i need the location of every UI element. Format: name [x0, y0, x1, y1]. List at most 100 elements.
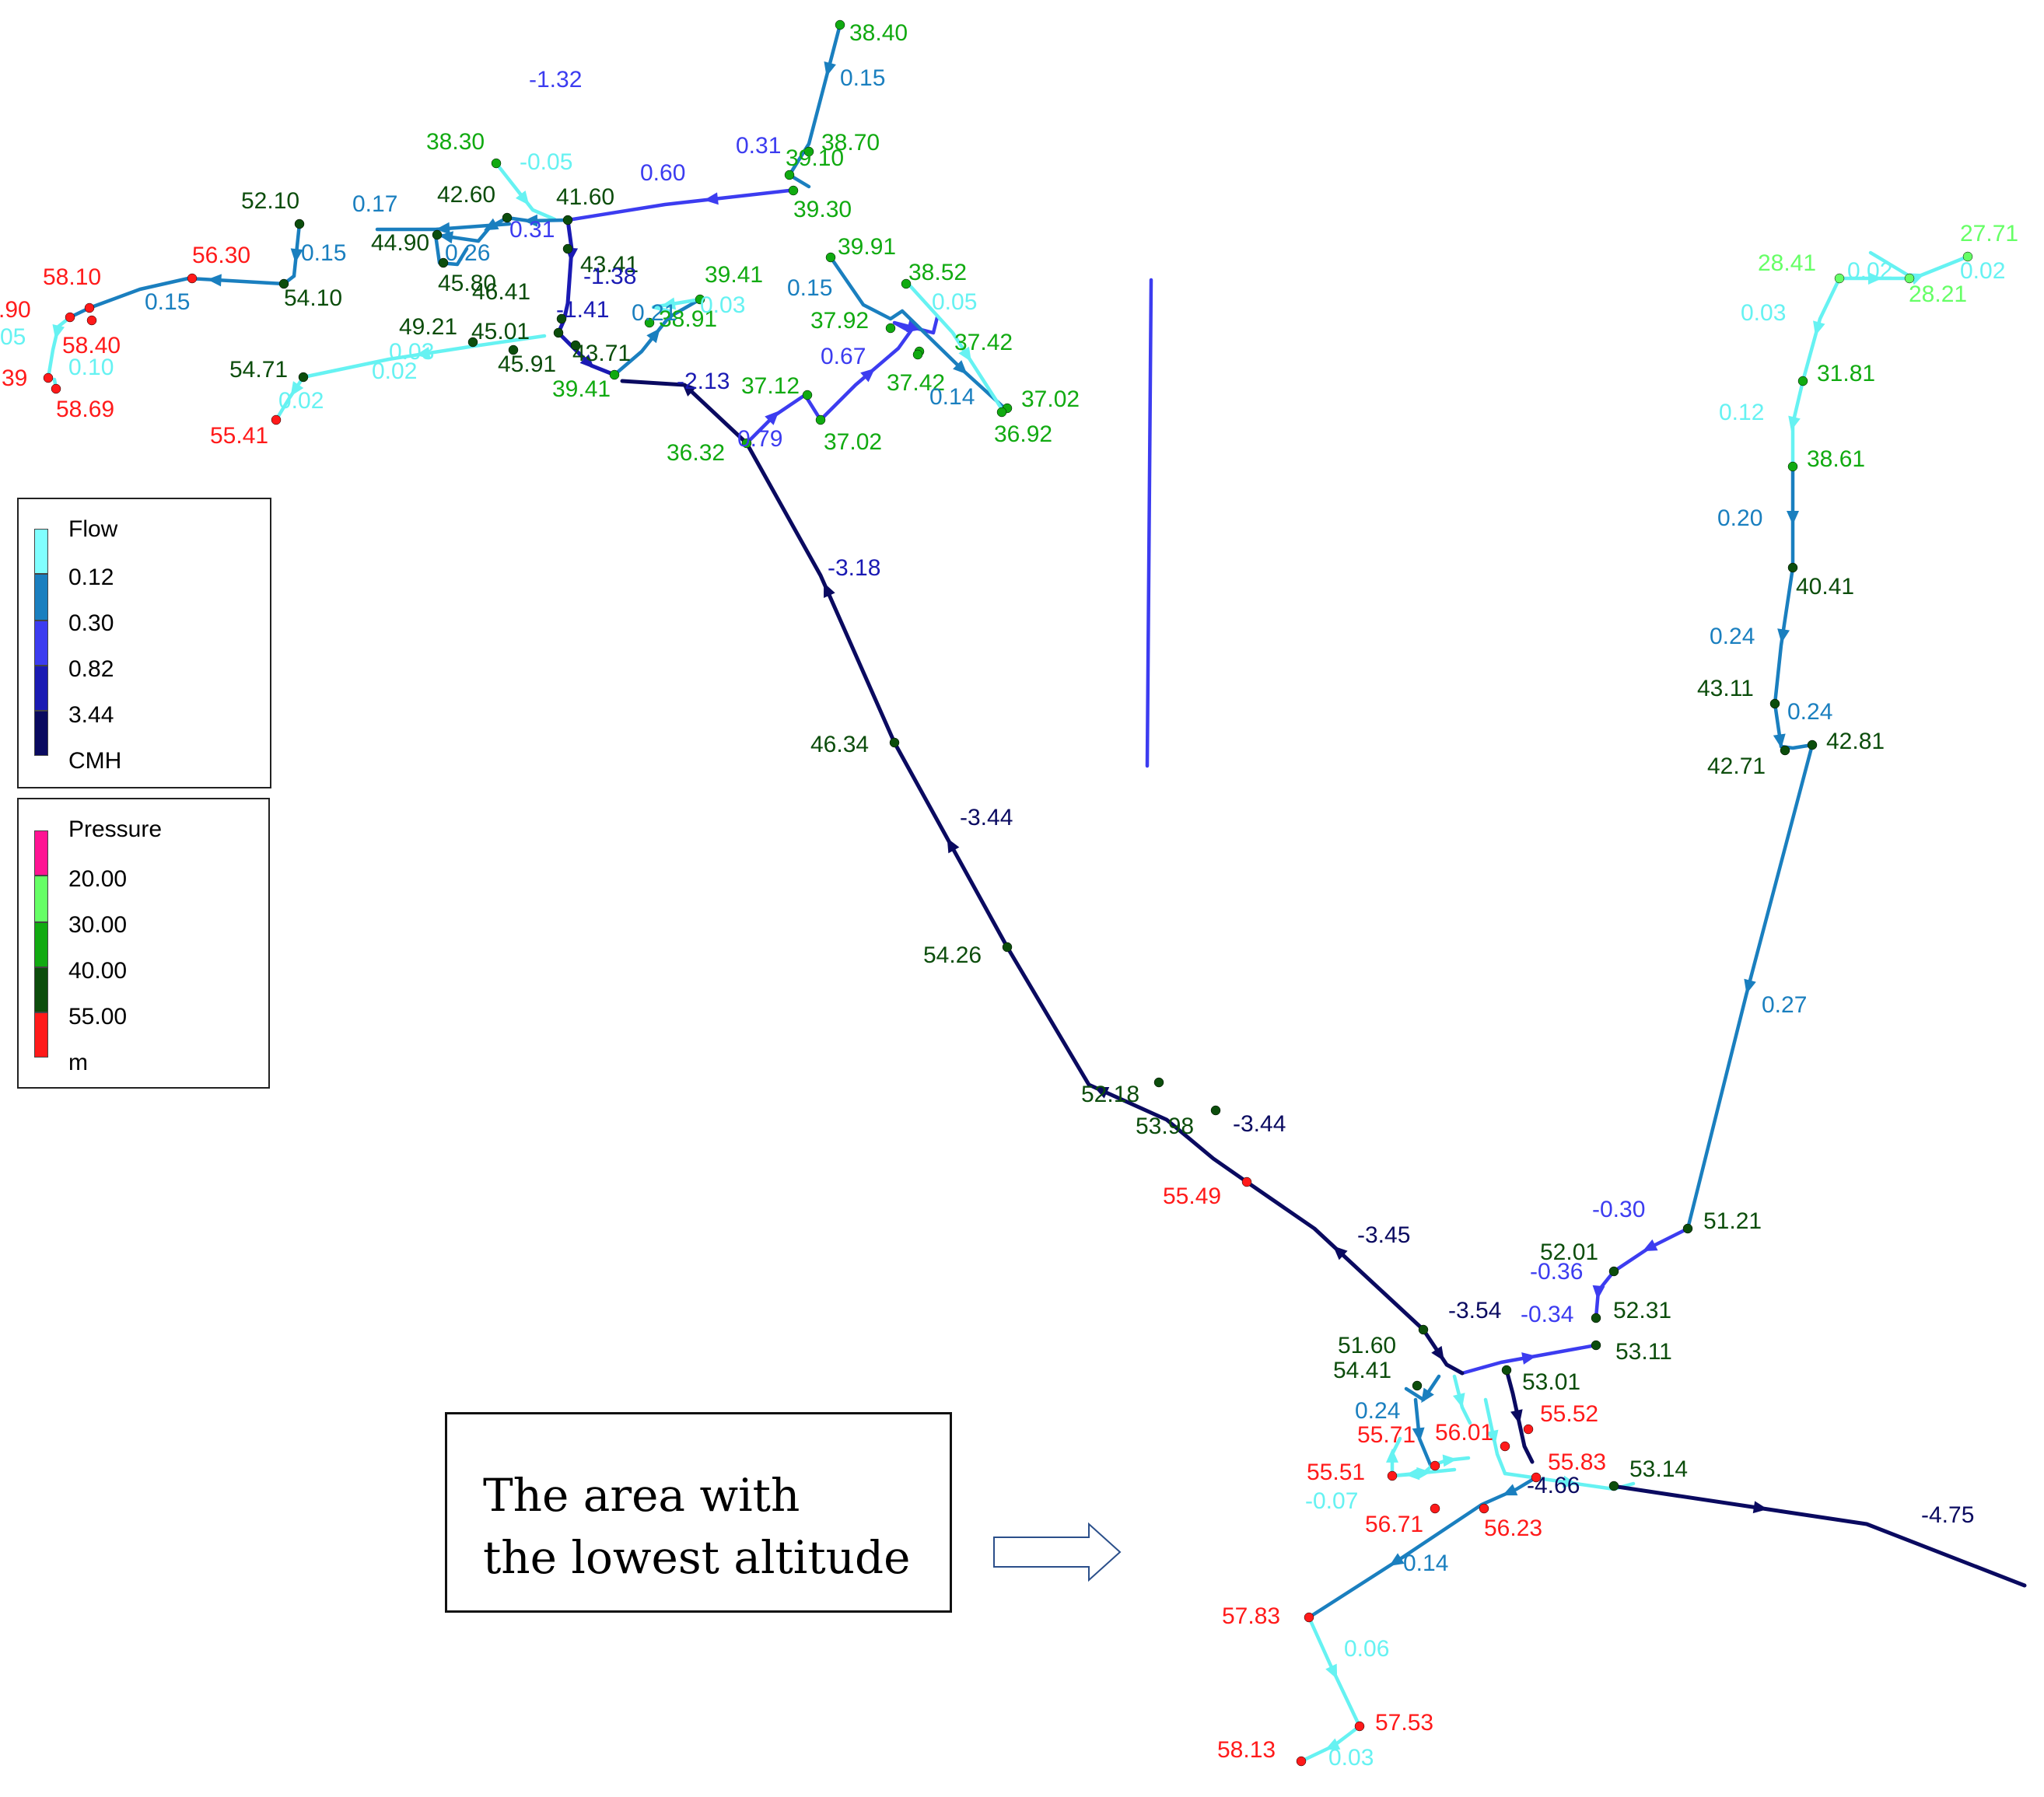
junction-node — [1304, 1612, 1314, 1623]
flow-direction-arrow-icon — [523, 214, 538, 227]
junction-node — [508, 344, 519, 355]
junctions-layer — [43, 19, 1973, 1767]
flow-direction-arrow-icon — [1486, 1429, 1499, 1445]
junction-node — [43, 372, 54, 383]
pipe-flow-label: 0.03 — [389, 339, 434, 365]
pipe-flow-label: 0.26 — [445, 240, 490, 266]
junction-node — [1430, 1460, 1440, 1471]
pressure-swatch-4 — [34, 967, 48, 1012]
junction-node — [1523, 1424, 1534, 1435]
pipe-flow-label: 0.20 — [1717, 505, 1762, 531]
flow-tick: 3.44 — [68, 702, 114, 728]
junction-node — [438, 257, 449, 268]
junction-pressure-label: 56.01 — [1435, 1420, 1493, 1446]
junction-node — [1591, 1313, 1601, 1323]
junction-node — [298, 372, 309, 383]
flow-direction-arrow-icon — [1421, 1387, 1434, 1404]
junction-pressure-label: 38.61 — [1807, 446, 1865, 472]
junction-pressure-label: 39.30 — [793, 197, 852, 222]
pipe-flow-label: 0.79 — [737, 426, 782, 452]
junction-node — [86, 315, 97, 326]
junction-node — [1780, 745, 1790, 756]
pipe-flow-label: -4.66 — [1527, 1473, 1580, 1498]
junction-node — [294, 219, 305, 229]
junction-pressure-label: 37.02 — [824, 429, 882, 455]
junction-node — [553, 327, 564, 338]
junction-pressure-label: 56.30 — [192, 243, 250, 268]
junction-node — [1501, 1365, 1512, 1376]
pipe-41 — [1421, 1327, 1465, 1376]
flow-direction-arrow-icon — [515, 190, 530, 206]
flow-direction-arrow-icon — [765, 411, 779, 425]
junction-node — [1787, 562, 1798, 573]
pipe-flow-label: 0.15 — [145, 289, 190, 315]
junction-pressure-label: 55.41 — [210, 423, 268, 449]
flow-swatch-2 — [34, 574, 48, 621]
junction-node — [741, 438, 752, 449]
pipes-layer — [46, 23, 2027, 1764]
junction-node — [84, 302, 95, 313]
pipe-flow-label: 0.03 — [700, 292, 745, 318]
pipe-flow-label: -1.32 — [529, 67, 582, 93]
pipe-flow-label: -3.44 — [960, 805, 1013, 830]
pressure-tick: 30.00 — [68, 912, 128, 938]
pipe-flow-label: -0.30 — [1592, 1197, 1645, 1222]
junction-node — [502, 212, 513, 223]
pressure-swatch-2 — [34, 876, 48, 922]
junction-pressure-label: 31.81 — [1817, 361, 1875, 386]
junction-node — [1210, 1105, 1221, 1116]
flow-direction-arrow-icon — [290, 248, 303, 264]
junction-pressure-label: 55.52 — [1540, 1401, 1598, 1427]
pressure-swatch-5 — [34, 1012, 48, 1058]
hollow-right-arrow-icon — [993, 1522, 1122, 1582]
junction-node — [65, 312, 75, 323]
junction-node — [825, 252, 836, 263]
junction-node — [1834, 273, 1845, 284]
junction-pressure-label: 54.26 — [923, 942, 982, 968]
pipe-flow-label: 0.60 — [640, 160, 685, 186]
junction-node — [803, 146, 814, 157]
junction-pressure-label: 54.71 — [229, 357, 288, 383]
flow-direction-arrow-icon — [1752, 1501, 1768, 1514]
flow-direction-arrow-icon — [1094, 1086, 1110, 1099]
junction-pressure-label: 37.42 — [887, 370, 945, 396]
junction-pressure-label: 45.91 — [498, 351, 556, 377]
flow-direction-arrow-icon — [860, 368, 876, 383]
pressure-tick: 20.00 — [68, 866, 128, 892]
junction-pressure-label: 38.40 — [849, 20, 908, 46]
junction-node — [1002, 942, 1013, 953]
pipe-flow-label: -0.36 — [1530, 1259, 1583, 1285]
pipe-flow-label: -1.38 — [583, 264, 636, 289]
junction-node — [271, 414, 282, 425]
pipe-flow-label: 0.03 — [1741, 300, 1786, 326]
labels-layer: 38.4038.7039.1039.3038.3041.6042.6044.90… — [0, 20, 2018, 1771]
flow-direction-arrow-icon — [646, 328, 660, 344]
junction-pressure-label: 49.21 — [399, 314, 457, 340]
junction-node — [885, 323, 896, 334]
pipe-flow-label: 0.14 — [1403, 1551, 1448, 1576]
pipe-52 — [1307, 1615, 1362, 1729]
pipe-flow-label: 0.02 — [1847, 258, 1892, 284]
flow-direction-arrow-icon — [1773, 733, 1786, 749]
flow-direction-arrow-icon — [958, 346, 971, 362]
junction-node — [432, 229, 443, 240]
pressure-swatch-1 — [34, 830, 48, 876]
flow-direction-arrow-icon — [681, 382, 697, 397]
flow-direction-arrow-icon — [1787, 511, 1799, 525]
pipe-flow-label: -0.05 — [520, 149, 572, 175]
pipe-24 — [1145, 278, 1153, 768]
junction-pressure-label: 51.21 — [1703, 1208, 1762, 1234]
pipe-flow-label: -0.34 — [1521, 1302, 1573, 1327]
flow-unit: CMH — [68, 748, 122, 774]
junction-pressure-label: 56.23 — [1484, 1516, 1542, 1541]
junction-pressure-label: 52.18 — [1081, 1082, 1139, 1107]
flow-direction-arrow-icon — [290, 381, 304, 397]
junction-node — [1430, 1503, 1440, 1514]
junction-node — [1153, 1077, 1164, 1088]
pipe-32 — [1685, 743, 1815, 1231]
flow-swatch-3 — [34, 621, 48, 666]
pipe-16 — [274, 375, 306, 422]
flow-direction-arrow-icon — [824, 61, 836, 77]
junction-pressure-label: 38.70 — [821, 130, 880, 156]
junction-pressure-label: 58.40 — [62, 333, 121, 358]
